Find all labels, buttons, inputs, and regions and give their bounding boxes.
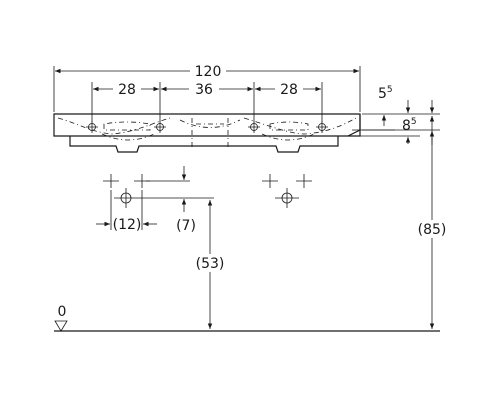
total-height-label: (85) [418, 222, 447, 238]
right-hole-spacing-label: 28 [280, 82, 298, 98]
left-hole-spacing-label: 28 [118, 82, 136, 98]
waste-height-label: (53) [196, 256, 225, 272]
hole-marker [316, 121, 328, 133]
waste-cross [262, 174, 278, 188]
waste-offset-label: (7) [176, 218, 196, 234]
level-triangle-icon [54, 320, 68, 332]
center-spacing-label: 36 [195, 82, 213, 98]
waste-spacing-dimension [96, 190, 157, 230]
floor-line [54, 320, 440, 332]
waste-center-cross [275, 188, 299, 208]
faucet-holes [86, 121, 328, 133]
waste-cross [103, 174, 119, 188]
waste-cross [296, 174, 312, 188]
top-dimension-lines [53, 66, 361, 122]
rim-height-label: 85 [402, 117, 417, 134]
hole-marker [154, 121, 166, 133]
top-offset-label: 55 [378, 85, 393, 102]
waste-center-cross [114, 188, 138, 208]
waste-spacing-label: (12) [113, 217, 142, 233]
waste-offset-dimension [138, 166, 214, 212]
hole-marker [86, 121, 98, 133]
right-side-dimension-lines [340, 100, 440, 145]
hole-marker [248, 121, 260, 133]
waste-markers [103, 174, 312, 208]
basin-outline [53, 113, 361, 153]
total-width-label: 120 [195, 64, 222, 80]
floor-level-label: 0 [58, 304, 67, 320]
